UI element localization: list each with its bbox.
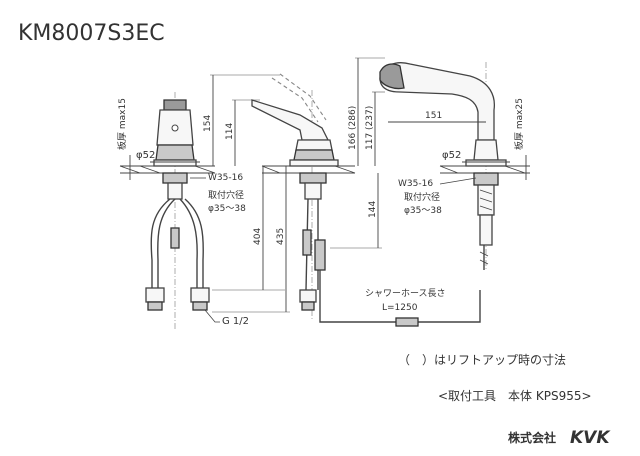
faucet-front-view <box>145 92 210 330</box>
hole-right-label: 取付穴径 <box>404 191 440 203</box>
dim-114: 114 <box>225 123 235 140</box>
plate-thickness-right-label: 板厚 max25 <box>513 98 525 150</box>
shower-spout-view <box>379 62 507 270</box>
footnote-tool: <取付工具 本体 KPS955> <box>438 389 592 403</box>
dim-144: 144 <box>368 201 378 218</box>
hole-right-dia-label: φ35～38 <box>404 206 442 216</box>
w35-left-label: W35-16 <box>208 173 243 183</box>
dim-117: 117 (237) <box>365 106 375 150</box>
countertop-left <box>119 165 216 174</box>
dim-151: 151 <box>425 111 442 121</box>
model-title: KM8007S3EC <box>18 21 165 46</box>
footnote-lift: （ ）はリフトアップ時の寸法 <box>398 353 566 367</box>
w35-right-label: W35-16 <box>398 179 433 189</box>
dim-435: 435 <box>276 228 286 245</box>
hole-left-label: 取付穴径 <box>208 189 244 201</box>
dim-166: 166 (286) <box>348 106 358 150</box>
dim-154: 154 <box>203 115 213 132</box>
shower-hose-length-label: L=1250 <box>382 303 418 313</box>
countertop-center <box>261 165 356 174</box>
plate-thickness-left-label: 板厚 max15 <box>116 98 128 150</box>
dia52-left-label: φ52 <box>136 150 155 161</box>
dia52-right-label: φ52 <box>442 150 461 161</box>
g12-label: G 1/2 <box>222 316 249 327</box>
brand-logo: KVK <box>570 428 611 448</box>
countertop-right <box>439 165 530 174</box>
faucet-side-view <box>251 73 481 327</box>
hole-left-dia-label: φ35～38 <box>208 204 246 214</box>
company-name: 株式会社 <box>508 430 556 445</box>
shower-hose-label: シャワーホース長さ <box>365 288 446 299</box>
dim-404: 404 <box>253 228 263 245</box>
